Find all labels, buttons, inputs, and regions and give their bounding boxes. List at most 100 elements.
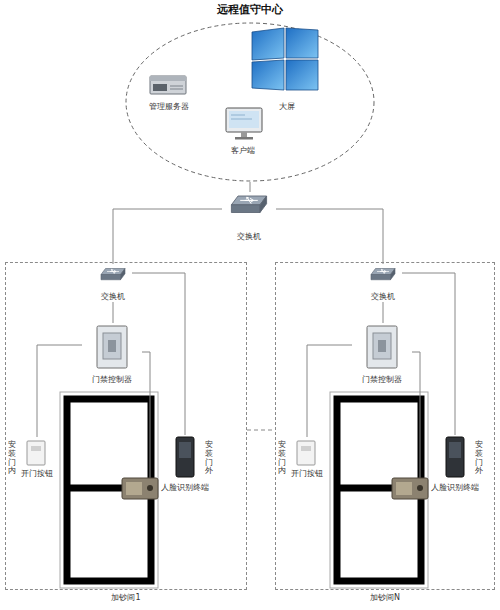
network-link: [113, 209, 222, 264]
switch-node: 交换机: [94, 264, 132, 302]
door-lock: [396, 482, 412, 495]
node-label: 门禁控制器: [92, 375, 132, 385]
face-terminal-node: 人脸识别终端: [429, 435, 481, 493]
controller-icon: [97, 326, 127, 368]
network-link: [132, 273, 185, 435]
button-node: 开门按钮: [288, 437, 326, 479]
controller-icon: [108, 340, 116, 352]
switch-icon: [101, 269, 125, 280]
face-terminal-icon: [176, 437, 194, 477]
switch-icon: [371, 269, 395, 280]
door-drawing: [330, 392, 428, 588]
face-terminal-icon: [179, 442, 191, 458]
install-note: 安装门内: [278, 441, 286, 476]
network-link: [402, 273, 455, 435]
client-node: 客户端: [214, 104, 272, 156]
video-wall-icon: [252, 60, 284, 90]
monitor-icon: [231, 119, 252, 120]
network-link: [113, 302, 114, 323]
monitor-icon: [241, 132, 247, 137]
node-label: 大屏: [279, 102, 295, 112]
screen-node: 大屏: [247, 26, 327, 112]
video-wall-icon: [286, 60, 318, 90]
lock-wire: [412, 352, 420, 478]
server-icon: [153, 84, 167, 91]
server-icon: [170, 89, 183, 90]
node-label: 交换机: [237, 232, 261, 242]
door-drawing: [330, 392, 428, 588]
video-wall-icon: [252, 28, 318, 90]
controller-icon: [373, 333, 391, 359]
controller-node: 门禁控制器: [82, 323, 142, 385]
exit-button-icon: [27, 441, 315, 465]
node-label: 开门按钮: [291, 469, 323, 479]
node-label: 人脸识别终端: [431, 483, 479, 493]
exit-button-icon: [27, 441, 45, 465]
center-ellipse: [126, 23, 374, 181]
diagram-title: 远程值守中心: [125, 3, 375, 16]
node-label: 人脸识别终端: [161, 483, 209, 493]
network-link: [250, 182, 251, 192]
node-label: 交换机: [371, 292, 395, 302]
server-icon: [170, 86, 183, 87]
server-node: 管理服务器: [138, 68, 200, 112]
switch-node: 交换机: [222, 192, 276, 242]
network-link: [37, 345, 82, 437]
lock-wire: [142, 352, 150, 478]
monitor-icon: [231, 115, 245, 116]
room-label: 加钞间N: [276, 593, 494, 603]
network-link: [307, 345, 352, 437]
door-drawing: [60, 392, 158, 588]
video-wall-icon: [252, 28, 284, 60]
server-icon: [150, 76, 186, 94]
server-icon: [150, 76, 186, 81]
button-node: 开门按钮: [18, 437, 56, 479]
room-label: 加钞间1: [6, 593, 246, 603]
server-icon: [150, 76, 186, 94]
controller-icon: [367, 326, 397, 368]
lock-wire: [142, 352, 420, 478]
node-label: 交换机: [101, 292, 125, 302]
install-note: 安装门外: [475, 441, 483, 476]
network-link: [276, 209, 383, 264]
controller-icon: [97, 326, 397, 368]
install-note: 安装门外: [205, 441, 213, 476]
install-note: 安装门内: [8, 441, 16, 476]
exit-button-icon: [31, 446, 41, 451]
switch-node: 交换机: [364, 264, 402, 302]
switch-icon: [231, 196, 266, 213]
room-region: 加钞间1交换机门禁控制器开门按钮人脸识别终端: [5, 262, 247, 590]
room-region: 加钞间N交换机门禁控制器开门按钮人脸识别终端: [275, 262, 495, 590]
monitor-icon: [226, 108, 262, 140]
node-label: 管理服务器: [149, 102, 189, 112]
node-label: 客户端: [231, 146, 255, 156]
door-lock: [392, 478, 428, 499]
exit-button-icon: [301, 446, 311, 451]
monitor-icon: [235, 137, 253, 140]
face-terminal-icon: [446, 437, 464, 477]
door-lock: [126, 482, 142, 495]
site-ellipse: 远程值守中心管理服务器大屏客户端: [125, 22, 375, 182]
face-terminal-node: 人脸识别终端: [159, 435, 211, 493]
network-link: [383, 302, 384, 323]
controller-icon: [378, 340, 386, 352]
switch-icon: [231, 196, 266, 213]
exit-button-icon: [297, 441, 315, 465]
network-link: [247, 430, 275, 431]
door-drawing: [67, 399, 151, 581]
switch-icon: [371, 269, 395, 280]
face-terminal-icon: [449, 442, 461, 458]
door-lock: [147, 485, 153, 491]
video-wall-icon: [286, 28, 318, 58]
node-label: 开门按钮: [21, 469, 53, 479]
controller-node: 门禁控制器: [352, 323, 412, 385]
door-lock: [122, 478, 158, 499]
center-ellipse: [126, 23, 374, 181]
node-label: 门禁控制器: [362, 375, 402, 385]
door-drawing: [60, 392, 158, 588]
door-drawing: [337, 399, 421, 581]
monitor-icon: [229, 111, 259, 128]
controller-icon: [103, 333, 121, 359]
